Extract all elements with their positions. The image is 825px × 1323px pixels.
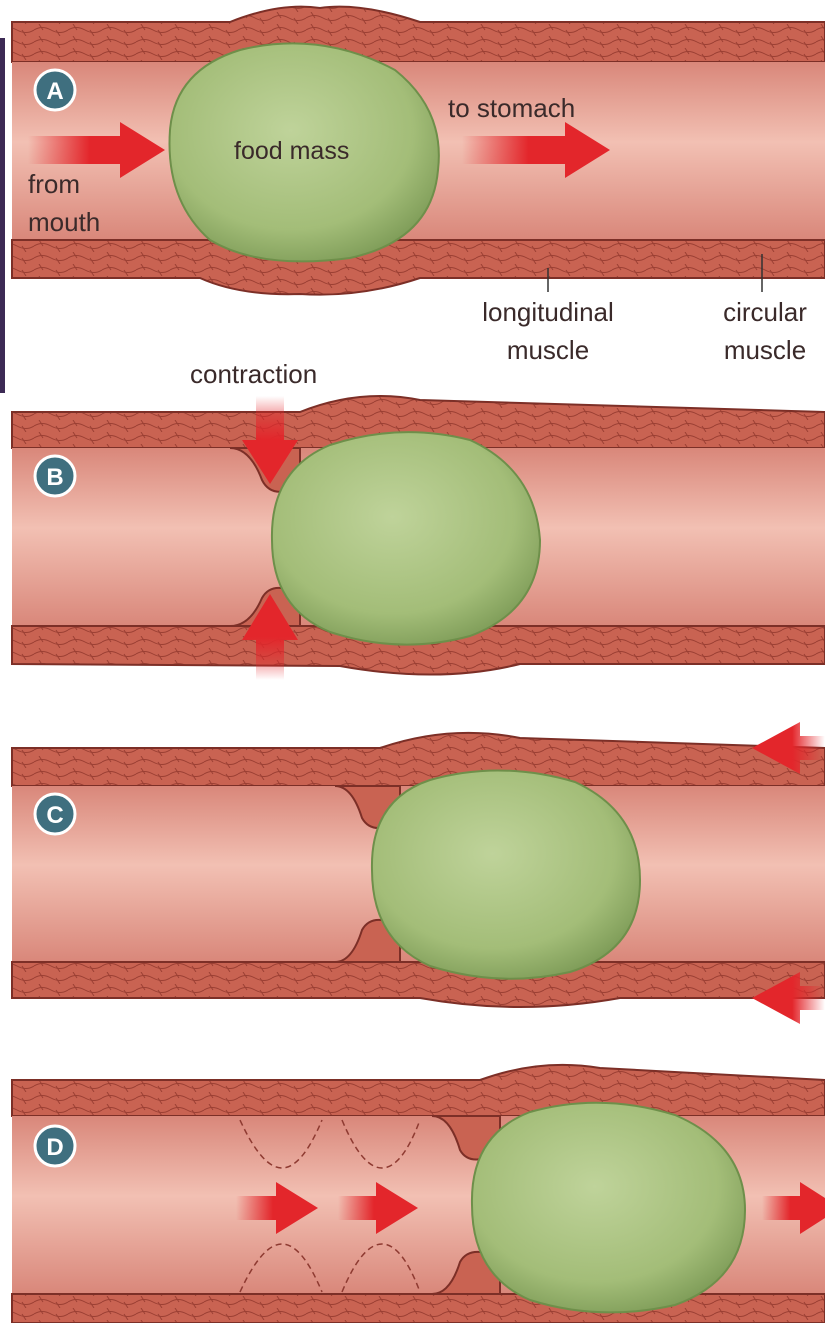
- panel-b-badge-letter: B: [46, 464, 63, 491]
- panel-d: D: [12, 1065, 825, 1323]
- from-label: from: [28, 168, 80, 201]
- panel-d-upper-wall: [12, 1065, 825, 1116]
- panel-b-food-mass: [272, 432, 540, 644]
- panel-c-upper-wall: [12, 733, 825, 786]
- circular-muscle-label: muscle: [710, 334, 820, 367]
- panel-c: C: [12, 722, 825, 1024]
- panel-c-food-mass: [372, 770, 640, 978]
- panel-a-lower-wall: [12, 240, 825, 295]
- panel-c-lower-wall: [12, 962, 825, 1007]
- panel-c-badge-letter: C: [46, 802, 63, 829]
- mouth-label: mouth: [28, 206, 100, 239]
- contraction-label: contraction: [190, 358, 317, 391]
- panel-a-badge-letter: A: [46, 78, 63, 105]
- panel-a-upper-wall: [12, 7, 825, 62]
- food-mass-label: food mass: [234, 136, 349, 167]
- panel-a: A: [12, 7, 825, 295]
- panel-b: B: [12, 396, 825, 680]
- to-stomach-label: to stomach: [448, 92, 575, 125]
- panel-d-lower-wall: [12, 1294, 825, 1323]
- panel-d-food-mass: [472, 1103, 745, 1313]
- longitudinal-muscle-label: muscle: [462, 334, 634, 367]
- longitudinal-label: longitudinal: [462, 296, 634, 329]
- circular-label: circular: [710, 296, 820, 329]
- panel-d-badge-letter: D: [46, 1134, 63, 1161]
